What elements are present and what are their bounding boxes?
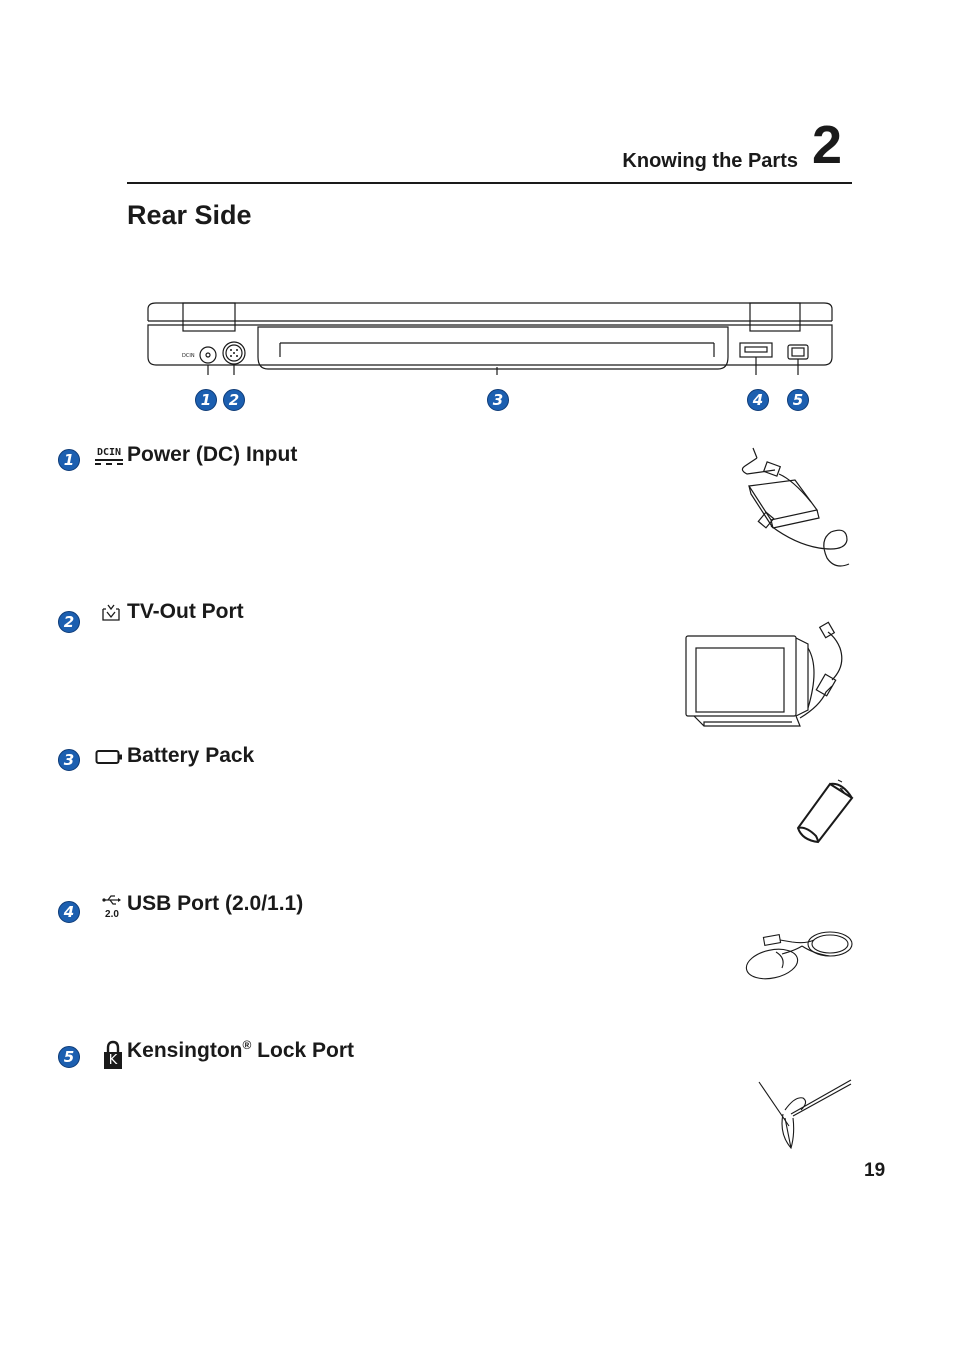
callout-badge-2: 2 xyxy=(223,389,245,411)
section-title-tv-out-port: TV-Out Port xyxy=(127,600,244,623)
tv-icon xyxy=(102,604,120,621)
section-badge-2: 2 xyxy=(58,611,80,633)
section-badge-1: 1 xyxy=(58,449,80,471)
lock-cable-illustration xyxy=(758,1079,852,1150)
battery-illustration xyxy=(796,779,854,844)
section-badge-3: 3 xyxy=(58,749,80,771)
callout-badge-1: 1 xyxy=(195,389,217,411)
header-rule xyxy=(127,182,852,184)
chapter-number: 2 xyxy=(812,115,843,175)
power-adapter-illustration xyxy=(741,447,850,567)
section-title-power-dc-input: Power (DC) Input xyxy=(127,443,298,466)
usb-mouse-illustration xyxy=(745,931,853,980)
kensington-lock-icon: K xyxy=(103,1040,123,1070)
section-badge-4: 4 xyxy=(58,901,80,923)
dcin-port-label: DCIN xyxy=(182,353,195,359)
callout-badge-3: 3 xyxy=(487,389,509,411)
section-title-battery-pack: Battery Pack xyxy=(127,744,255,767)
tv-monitor-illustration xyxy=(685,621,843,727)
chapter-title: Knowing the Parts xyxy=(622,150,798,172)
section-badge-5: 5 xyxy=(58,1046,80,1068)
usb-icon: 2.0 xyxy=(100,893,124,920)
page-title: Rear Side xyxy=(127,200,252,230)
dcin-icon: DCIN xyxy=(95,448,123,465)
section-title-usb-port: USB Port (2.0/1.1) xyxy=(127,892,304,915)
usb-trident-icon xyxy=(102,895,121,905)
callout-badge-5: 5 xyxy=(787,389,809,411)
section-title-kensington-lock-port: Kensington® Lock Port xyxy=(127,1038,355,1062)
battery-icon xyxy=(95,750,122,764)
laptop-rear-diagram: DCIN xyxy=(147,302,833,375)
callout-badge-4: 4 xyxy=(747,389,769,411)
page-number: 19 xyxy=(864,1160,886,1181)
